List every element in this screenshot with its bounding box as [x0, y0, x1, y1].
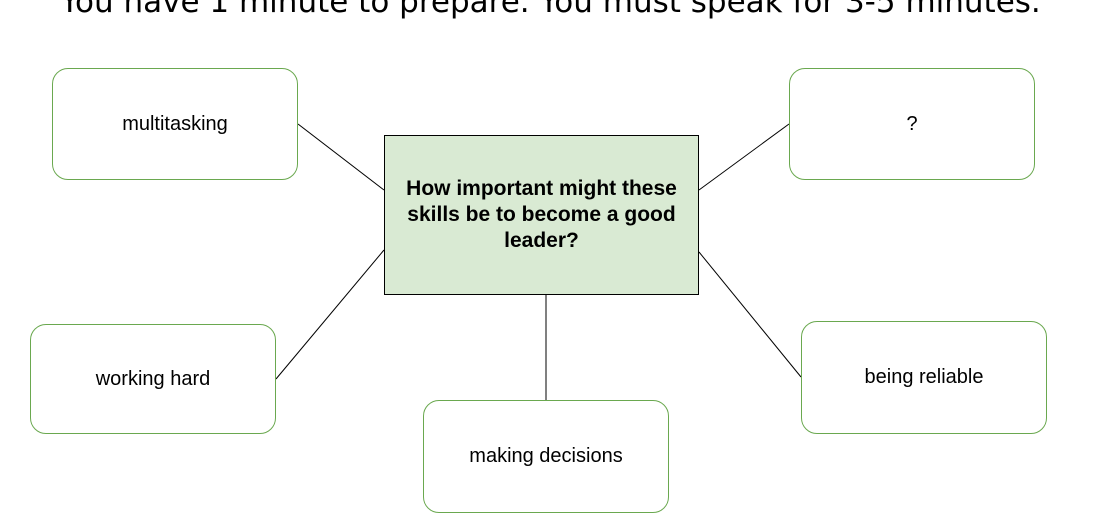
skill-box-being-reliable: being reliable — [801, 321, 1047, 434]
skill-box-working-hard: working hard — [30, 324, 276, 434]
connector-multitasking — [297, 123, 385, 191]
skill-box-multitasking: multitasking — [52, 68, 298, 180]
skill-box-question-mark: ? — [789, 68, 1035, 180]
instruction-text: You have 1 minute to prepare. You must s… — [60, 0, 1041, 20]
skill-box-making-decisions: making decisions — [423, 400, 669, 513]
connector-being-reliable — [698, 251, 802, 378]
connector-working-hard — [275, 249, 385, 380]
central-question-box: How important might these skills be to b… — [384, 135, 699, 295]
connector-question — [698, 123, 790, 191]
